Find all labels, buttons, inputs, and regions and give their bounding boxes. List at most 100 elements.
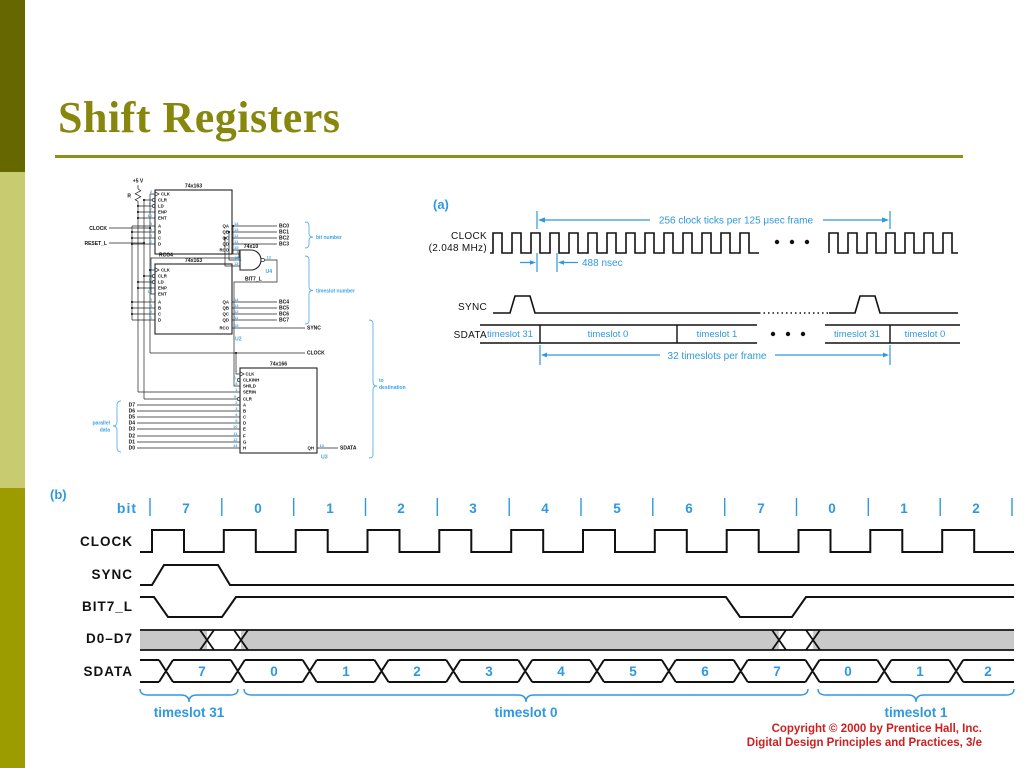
pin-num: 11 xyxy=(234,239,239,244)
pin-num: 11 xyxy=(233,431,238,436)
sync-waveform-b xyxy=(140,564,1014,586)
sdata-value: 0 xyxy=(270,664,278,679)
sdata-row-label: SDATA xyxy=(454,330,487,341)
power-label: +5 V xyxy=(133,179,144,185)
figure-a-label: (a) xyxy=(433,197,449,212)
net-label: BC5 xyxy=(279,306,289,312)
pin-label: E xyxy=(243,427,246,432)
to-destination-annotation: to xyxy=(379,378,384,384)
bit-number: 0 xyxy=(254,501,262,516)
sdata-value: 5 xyxy=(629,664,637,679)
pin-num: 9 xyxy=(149,201,152,206)
net-label: BC1 xyxy=(279,230,289,236)
pin-num: 1 xyxy=(149,195,152,200)
pin-num: 13 xyxy=(320,443,325,448)
frame-note: 256 clock ticks per 125 μsec frame xyxy=(659,216,814,227)
reset-input-label: RESET_L xyxy=(84,241,107,247)
part-label: 74x163 xyxy=(185,258,202,264)
sdata-value: 7 xyxy=(773,664,781,679)
pin-num: 1 xyxy=(149,271,152,276)
pin-label: LD xyxy=(158,204,164,209)
pin-label: H xyxy=(243,446,246,451)
slots-per-frame-annotation: 32 timeslots per frame xyxy=(539,345,891,365)
pin-label: C xyxy=(243,415,246,420)
bit7-net-label: BIT7_L xyxy=(245,277,262,283)
bit-number: 3 xyxy=(469,501,477,516)
d-input-label: D2 xyxy=(129,434,136,440)
pin-label: QC xyxy=(223,236,229,241)
pin-label: QD xyxy=(223,242,229,247)
net-label: BC3 xyxy=(279,242,289,248)
pin-num: 3 xyxy=(150,297,153,302)
slot-label: timeslot 0 xyxy=(588,329,629,340)
sdata-row-label: SDATA xyxy=(84,664,134,679)
pin-num: 6 xyxy=(150,239,153,244)
pin-num: 10 xyxy=(233,424,238,429)
pin-num: 15 xyxy=(234,245,239,250)
schematic-annotations: bit number timeslot number to destinatio… xyxy=(92,221,406,459)
copyright-line2: Digital Design Principles and Practices,… xyxy=(746,736,982,749)
pin-label: CLK xyxy=(161,192,171,197)
sidebar-segment-middle xyxy=(0,172,25,488)
pin-label: SH/LD xyxy=(243,384,256,389)
parallel-data-annotation: parallel xyxy=(92,421,110,427)
pin-num: 14 xyxy=(234,221,239,226)
sdata-value: 0 xyxy=(844,664,852,679)
pin-label: RCO xyxy=(219,248,229,253)
pin-num: 6 xyxy=(234,375,237,380)
pin-label: CLR xyxy=(158,274,168,279)
pin-label: QB xyxy=(223,306,229,311)
pin-num: 3 xyxy=(235,406,238,411)
title-underline xyxy=(55,155,963,158)
bit-number: 4 xyxy=(541,501,549,516)
bit7l-waveform xyxy=(140,596,1014,618)
pin-num: 14 xyxy=(234,297,239,302)
ref-label: U4 xyxy=(266,269,273,275)
d-input-label: D5 xyxy=(129,415,136,421)
junction-dots xyxy=(130,198,238,355)
sdata-net-label: SDATA xyxy=(340,446,357,452)
frame-annotation: 256 clock ticks per 125 μsec frame xyxy=(536,211,891,229)
clock-net-label: CLOCK xyxy=(307,351,325,357)
sdata-slots-a: timeslot 31 timeslot 0 timeslot 1 timesl… xyxy=(480,324,960,344)
part-label: 74x163 xyxy=(185,184,202,190)
pin-label: ENP xyxy=(158,286,167,291)
pin-num: 4 xyxy=(150,303,153,308)
sdata-value: 1 xyxy=(342,664,350,679)
pin-label: CLK xyxy=(161,268,171,273)
u4-nand-gate-74x10: 74x10 1 2 13 12 U4 BIT7_L xyxy=(234,244,272,283)
pin-label: CLR xyxy=(158,198,168,203)
to-destination-annotation: destination xyxy=(379,385,406,391)
clock-input-label: CLOCK xyxy=(89,226,107,232)
pin-num: 4 xyxy=(150,227,153,232)
pin-label: B xyxy=(158,306,161,311)
pin-num: 10 xyxy=(148,213,153,218)
pin-num: 7 xyxy=(235,369,238,374)
pin-label: QC xyxy=(223,312,229,317)
sync-row-label: SYNC xyxy=(91,567,133,582)
d-bus-row-label: D0–D7 xyxy=(86,631,133,646)
pin-num: 14 xyxy=(233,443,238,448)
pin-label: CLK xyxy=(246,372,256,377)
d-input-label: D0 xyxy=(129,446,136,452)
rco4-net-label: RCO4 xyxy=(159,253,173,259)
figure-b-label: (b) xyxy=(50,487,67,502)
bit-number: 7 xyxy=(182,501,190,516)
clock-waveform-a xyxy=(490,232,958,254)
bit-number: 0 xyxy=(828,501,836,516)
pin-label: QH xyxy=(308,446,314,451)
slot-label: timeslot 0 xyxy=(905,329,946,340)
pin-label: CLR xyxy=(243,397,253,402)
ref-label: U3 xyxy=(321,455,328,461)
pin-label: B xyxy=(243,409,246,414)
copyright-notice: Copyright © 2000 by Prentice Hall, Inc. … xyxy=(747,723,982,750)
pin-label: ENT xyxy=(158,216,167,221)
pin-num: 15 xyxy=(234,323,239,328)
timeslot-31-label: timeslot 31 xyxy=(154,705,225,720)
pin-num: 13 xyxy=(234,261,239,266)
pin-num: 15 xyxy=(233,381,238,386)
bit-number: 2 xyxy=(397,501,405,516)
clock-row-label: CLOCK xyxy=(80,534,133,549)
pin-label: ENP xyxy=(158,210,167,215)
sdata-value: 7 xyxy=(198,664,206,679)
